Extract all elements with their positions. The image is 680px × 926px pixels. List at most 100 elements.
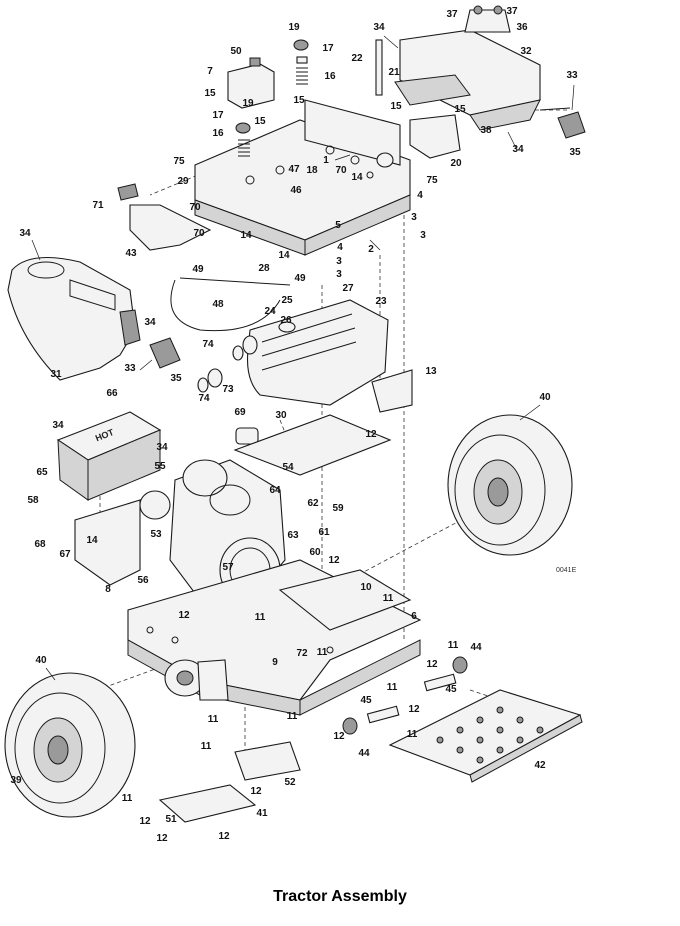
callout-47: 47 — [288, 164, 300, 175]
callout-65: 65 — [36, 467, 48, 478]
callout-34: 34 — [156, 442, 168, 453]
left-fender — [7, 257, 141, 381]
callout-14: 14 — [351, 172, 363, 183]
callout-3: 3 — [336, 269, 342, 280]
callout-70: 70 — [193, 228, 205, 239]
callout-17: 17 — [212, 110, 224, 121]
callout-45: 45 — [360, 695, 372, 706]
callout-33: 33 — [566, 70, 578, 81]
callout-11: 11 — [201, 741, 212, 752]
footrest-plate — [388, 689, 583, 783]
spring-assembly-right — [293, 39, 309, 85]
callout-34: 34 — [52, 420, 64, 431]
callout-11: 11 — [448, 640, 459, 651]
callout-46: 46 — [290, 185, 302, 196]
callout-30: 30 — [275, 410, 287, 421]
callout-55: 55 — [154, 461, 166, 472]
callout-32: 32 — [520, 46, 532, 57]
control-lever — [117, 183, 212, 251]
callout-23: 23 — [375, 296, 387, 307]
callout-64: 64 — [269, 485, 281, 496]
callout-11: 11 — [317, 647, 328, 658]
callout-37: 37 — [446, 9, 458, 20]
callout-12: 12 — [365, 429, 377, 440]
callout-15: 15 — [254, 116, 266, 127]
callout-28: 28 — [258, 263, 270, 274]
axle-right — [423, 656, 468, 692]
callout-75: 75 — [173, 156, 185, 167]
callout-35: 35 — [569, 147, 581, 158]
fuel-line — [170, 277, 291, 332]
callout-70: 70 — [189, 202, 201, 213]
callout-12: 12 — [218, 831, 230, 842]
callout-60: 60 — [309, 547, 321, 558]
callout-10: 10 — [360, 582, 372, 593]
callout-56: 56 — [137, 575, 149, 586]
callout-41: 41 — [256, 808, 268, 819]
hydraulic-reservoir — [464, 5, 511, 33]
control-panel-frame — [194, 99, 411, 256]
callout-17: 17 — [322, 43, 334, 54]
callout-25: 25 — [281, 295, 293, 306]
wheel-motor — [164, 659, 229, 701]
callout-71: 71 — [92, 200, 104, 211]
callout-39: 39 — [10, 775, 22, 786]
callout-14: 14 — [278, 250, 290, 261]
callout-36: 36 — [516, 22, 528, 33]
callout-34: 34 — [373, 22, 385, 33]
callout-44: 44 — [470, 642, 482, 653]
lamp-right — [539, 107, 586, 139]
callout-20: 20 — [450, 158, 462, 169]
callout-40: 40 — [35, 655, 47, 666]
callout-15: 15 — [293, 95, 305, 106]
callout-11: 11 — [122, 793, 133, 804]
callout-38: 38 — [480, 125, 492, 136]
callout-2: 2 — [368, 244, 374, 255]
callout-11: 11 — [208, 714, 219, 725]
callout-49: 49 — [294, 273, 306, 284]
callout-21: 21 — [388, 67, 400, 78]
callout-14: 14 — [86, 535, 98, 546]
callout-12: 12 — [156, 833, 168, 844]
callout-49: 49 — [192, 264, 204, 275]
callout-labels: 1233334456789101111111111111111111112121… — [10, 6, 581, 844]
callout-12: 12 — [333, 731, 345, 742]
callout-74: 74 — [202, 339, 214, 350]
callout-12: 12 — [178, 610, 190, 621]
callout-68: 68 — [34, 539, 46, 550]
axle-left — [342, 705, 400, 735]
callout-19: 19 — [242, 98, 254, 109]
callout-7: 7 — [207, 66, 213, 77]
callout-19: 19 — [288, 22, 300, 33]
callout-12: 12 — [328, 555, 340, 566]
lever-bracket — [227, 57, 275, 109]
rod — [375, 39, 383, 96]
bottom-plate — [158, 784, 257, 823]
fuel-tank — [246, 299, 389, 406]
callout-29: 29 — [177, 176, 189, 187]
rear-hood — [394, 29, 541, 131]
callout-5: 5 — [335, 220, 341, 231]
callout-51: 51 — [165, 814, 177, 825]
callout-11: 11 — [383, 593, 394, 604]
callout-11: 11 — [387, 682, 398, 693]
callout-58: 58 — [27, 495, 39, 506]
callout-34: 34 — [512, 144, 524, 155]
rear-bracket — [371, 369, 413, 413]
callout-15: 15 — [454, 104, 466, 115]
callout-11: 11 — [287, 711, 298, 722]
callout-67: 67 — [59, 549, 71, 560]
callout-3: 3 — [420, 230, 426, 241]
callout-45: 45 — [445, 684, 457, 695]
callout-12: 12 — [250, 786, 262, 797]
heat-shield: HOT — [56, 411, 162, 501]
callout-74: 74 — [198, 393, 210, 404]
fuel-fittings — [197, 335, 258, 393]
callout-44: 44 — [358, 748, 370, 759]
callout-35: 35 — [170, 373, 182, 384]
callout-63: 63 — [287, 530, 299, 541]
leader-lines — [31, 35, 575, 681]
callout-62: 62 — [307, 498, 319, 509]
side-bracket — [409, 114, 461, 159]
callout-48: 48 — [212, 299, 224, 310]
